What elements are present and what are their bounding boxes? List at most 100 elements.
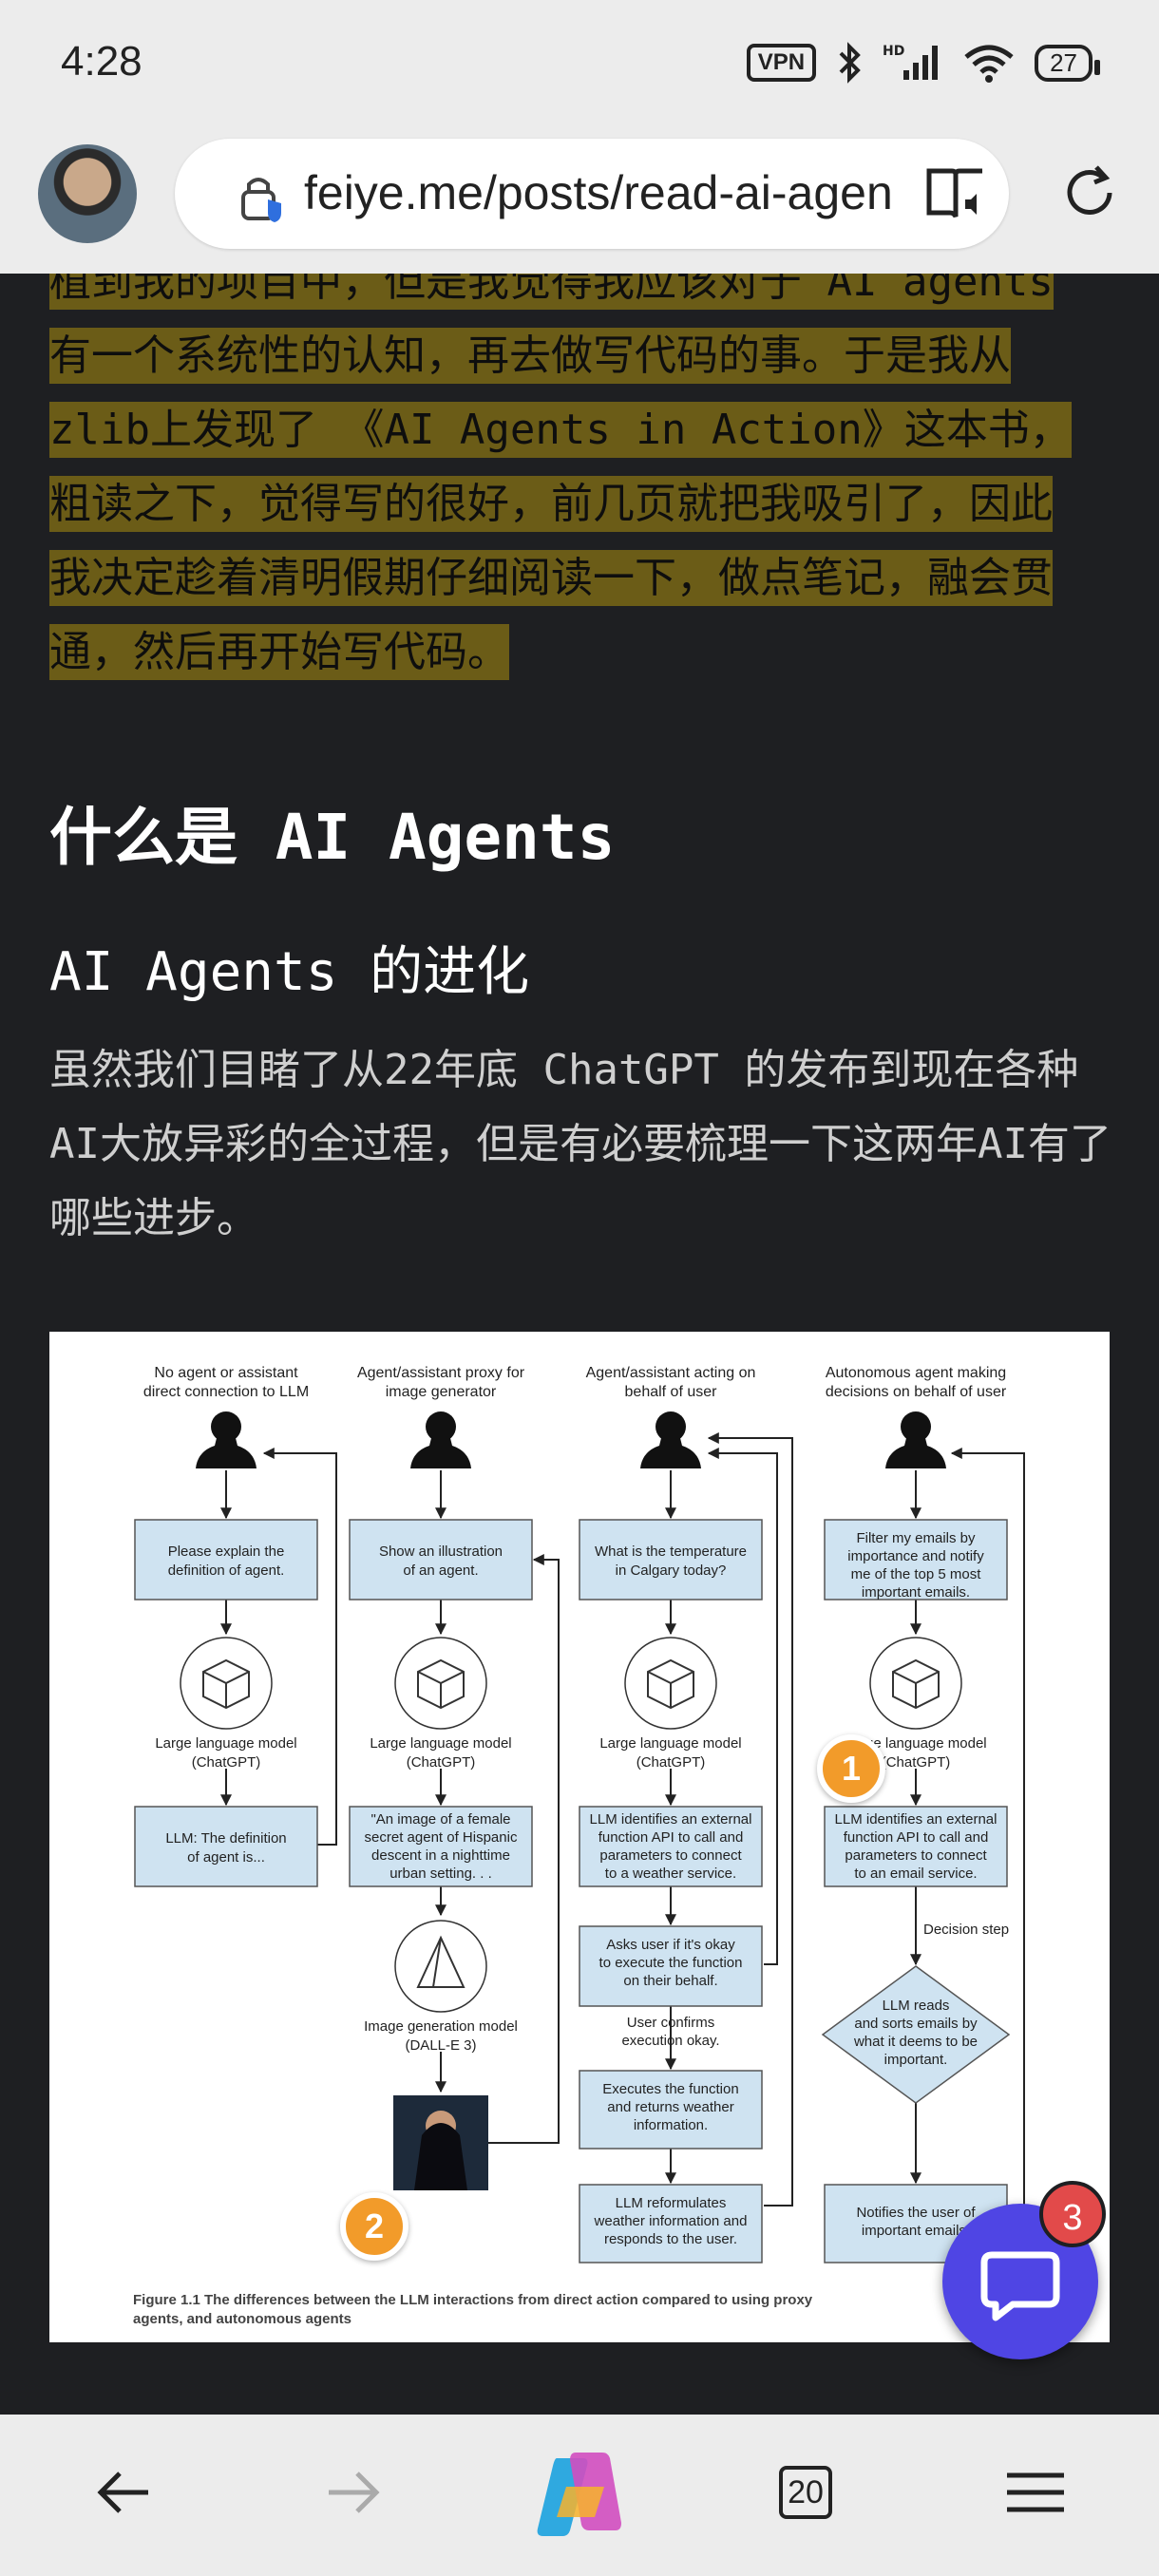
svg-text:(ChatGPT): (ChatGPT) xyxy=(636,1754,706,1771)
svg-text:"An image of a female: "An image of a female xyxy=(370,1811,510,1828)
figure-caption-line2: agents, and autonomous agents xyxy=(133,2311,352,2327)
battery-icon: 27 xyxy=(1035,44,1100,82)
svg-text:Show an illustration: Show an illustration xyxy=(379,1544,503,1560)
svg-text:Filter my emails by: Filter my emails by xyxy=(856,1530,976,1546)
svg-text:LLM: The definition: LLM: The definition xyxy=(165,1830,286,1847)
svg-text:definition of agent.: definition of agent. xyxy=(168,1563,285,1579)
svg-text:function API to call and: function API to call and xyxy=(844,1829,989,1846)
subsection-heading: AI Agents 的进化 xyxy=(49,941,530,1003)
highlight-line: 有一个系统性的认知，再去做写代码的事。于是我从 xyxy=(49,328,1011,384)
svg-text:(ChatGPT): (ChatGPT) xyxy=(192,1754,261,1771)
highlight-line: 植到我的项目中，但是我觉得我应该对于 AI agents xyxy=(49,274,1054,310)
site-security-icon[interactable] xyxy=(236,171,289,224)
svg-text:(ChatGPT): (ChatGPT) xyxy=(882,1754,951,1771)
svg-text:Please explain the: Please explain the xyxy=(168,1544,285,1560)
svg-text:Decision step: Decision step xyxy=(923,1922,1009,1938)
col1-header-line2: direct connection to LLM xyxy=(143,1384,309,1400)
svg-text:parameters to connect: parameters to connect xyxy=(845,1847,987,1864)
back-icon[interactable] xyxy=(91,2462,160,2523)
notification-count-badge: 3 xyxy=(1039,2181,1106,2247)
svg-text:LLM reformulates: LLM reformulates xyxy=(616,2195,727,2211)
svg-text:Notifies the user of: Notifies the user of xyxy=(856,2205,976,2221)
forward-icon[interactable] xyxy=(317,2462,386,2523)
svg-text:Asks user if it's okay: Asks user if it's okay xyxy=(606,1937,735,1953)
svg-text:on their behalf.: on their behalf. xyxy=(623,1973,717,1989)
cellular-signal-icon: HD xyxy=(883,44,939,80)
col3-step2-box xyxy=(579,1925,763,2007)
svg-text:LLM identifies an external: LLM identifies an external xyxy=(835,1811,998,1828)
svg-text:what it deems to be: what it deems to be xyxy=(853,2034,978,2050)
tab-switcher-button[interactable]: 20 xyxy=(779,2466,832,2519)
image-model-circle xyxy=(394,1920,487,2013)
col3-header-line1: Agent/assistant acting on xyxy=(586,1365,756,1381)
svg-text:to execute the function: to execute the function xyxy=(599,1955,743,1971)
svg-text:urban setting. . .: urban setting. . . xyxy=(390,1866,492,1882)
highlight-line: 我决定趁着清明假期仔细阅读一下，做点笔记，融会贯 xyxy=(49,550,1053,606)
user-icon xyxy=(196,1411,256,1468)
col4-step1-box xyxy=(824,1806,1008,1887)
svg-text:in Calgary today?: in Calgary today? xyxy=(616,1563,727,1579)
svg-text:to an email service.: to an email service. xyxy=(854,1866,977,1882)
svg-text:important.: important. xyxy=(884,2052,948,2068)
svg-text:(ChatGPT): (ChatGPT) xyxy=(407,1754,476,1771)
col1-result-box xyxy=(134,1806,318,1887)
profile-avatar[interactable] xyxy=(38,144,137,243)
address-bar[interactable]: feiye.me/posts/read-ai-agents xyxy=(175,139,1009,249)
svg-text:HD: HD xyxy=(883,44,904,59)
svg-text:and returns weather: and returns weather xyxy=(607,2099,733,2115)
svg-text:(DALL-E 3): (DALL-E 3) xyxy=(405,2037,476,2054)
svg-text:responds to the user.: responds to the user. xyxy=(604,2231,737,2247)
browser-bottom-bar: 20 xyxy=(0,2415,1159,2576)
col3-prompt-box xyxy=(579,1519,763,1601)
copilot-icon[interactable] xyxy=(528,2449,631,2540)
vpn-icon: VPN xyxy=(746,44,817,82)
svg-text:and sorts emails by: and sorts emails by xyxy=(854,2016,978,2032)
svg-text:function API to call and: function API to call and xyxy=(598,1829,744,1846)
col2-result-box xyxy=(349,1806,533,1887)
highlight-line: zlib上发现了 《AI Agents in Action》这本书， xyxy=(49,402,1072,458)
svg-text:Large language model: Large language model xyxy=(599,1735,741,1752)
col3-header-line2: behalf of user xyxy=(625,1384,718,1400)
svg-text:parameters to connect: parameters to connect xyxy=(599,1847,742,1864)
svg-text:importance and notify: importance and notify xyxy=(847,1548,984,1564)
col4-decision-diamond xyxy=(821,1965,1011,2104)
section-heading: 什么是 AI Agents xyxy=(49,801,616,874)
col4-prompt-box xyxy=(824,1519,1008,1601)
svg-text:Executes the function: Executes the function xyxy=(602,2081,738,2097)
svg-text:User confirms: User confirms xyxy=(627,2015,715,2031)
svg-text:me of the top 5 most: me of the top 5 most xyxy=(851,1566,982,1582)
svg-text:secret agent of Hispanic: secret agent of Hispanic xyxy=(365,1829,518,1846)
refresh-icon[interactable] xyxy=(1058,161,1121,224)
article-content: 植到我的项目中，但是我觉得我应该对于 AI agents 有一个系统性的认知，再… xyxy=(0,274,1159,2415)
user-icon xyxy=(410,1411,471,1468)
svg-text:LLM identifies an external: LLM identifies an external xyxy=(590,1811,752,1828)
url-text[interactable]: feiye.me/posts/read-ai-agents xyxy=(304,166,893,219)
col2-header-line1: Agent/assistant proxy for xyxy=(357,1365,525,1381)
svg-text:important emails.: important emails. xyxy=(862,1584,970,1601)
svg-text:of agent is...: of agent is... xyxy=(187,1849,265,1866)
svg-text:of an agent.: of an agent. xyxy=(403,1563,478,1579)
menu-icon[interactable] xyxy=(1003,2462,1068,2523)
annotation-badge-2[interactable]: 2 xyxy=(340,2192,408,2261)
svg-text:weather information and: weather information and xyxy=(594,2213,748,2229)
figure-agent-diagram[interactable]: No agent or assistant direct connection … xyxy=(49,1332,1110,2342)
col2-prompt-box xyxy=(349,1519,533,1601)
bluetooth-icon xyxy=(839,42,861,84)
reader-mode-icon[interactable] xyxy=(925,165,986,222)
user-icon xyxy=(885,1411,946,1468)
svg-text:Image generation model: Image generation model xyxy=(364,2018,518,2035)
highlight-line: 通，然后再开始写代码。 xyxy=(49,624,509,680)
col3-step3-box xyxy=(579,2070,763,2150)
col4-header-line2: decisions on behalf of user xyxy=(826,1384,1007,1400)
annotation-badge-1[interactable]: 1 xyxy=(817,1734,885,1803)
highlighted-paragraph: 植到我的项目中，但是我觉得我应该对于 AI agents 有一个系统性的认知，再… xyxy=(49,274,1113,690)
svg-text:Large language model: Large language model xyxy=(845,1735,986,1752)
svg-text:Large language model: Large language model xyxy=(370,1735,511,1752)
diagram-svg: No agent or assistant direct connection … xyxy=(133,1365,1025,2327)
chat-button[interactable]: 3 xyxy=(942,2181,1106,2359)
figure-caption: Figure 1.1 The differences between the L… xyxy=(133,2292,813,2308)
browser-toolbar: feiye.me/posts/read-ai-agents xyxy=(0,133,1159,274)
svg-text:important emails.: important emails. xyxy=(862,2223,970,2239)
col1-header-line1: No agent or assistant xyxy=(154,1365,298,1381)
body-paragraph: 虽然我们目睹了从22年底 ChatGPT 的发布到现在各种AI大放异彩的全过程，… xyxy=(49,1046,1112,1242)
